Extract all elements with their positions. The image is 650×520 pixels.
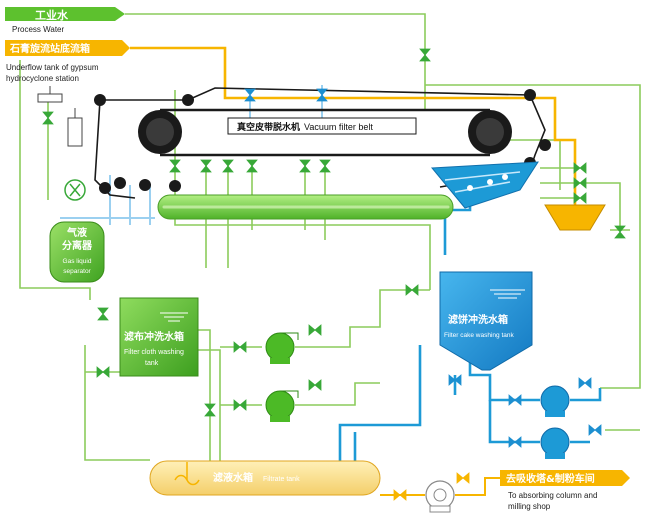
svg-text:去吸收塔&制粉车间: 去吸收塔&制粉车间 — [506, 472, 595, 485]
valve-icon — [200, 159, 212, 173]
underflow-tank-label: 石膏旋流站底流箱 Underflow tank of gypsum hydroc… — [5, 40, 130, 83]
valve-icon — [233, 399, 247, 411]
instrument-cluster — [37, 86, 83, 147]
svg-text:Filter cake washing tank: Filter cake washing tank — [444, 332, 514, 339]
valve-icon — [419, 48, 431, 62]
valve-icon — [96, 366, 110, 378]
valve-icon — [169, 159, 181, 173]
absorber-label: 去吸收塔&制粉车间 To absorbing column and millin… — [500, 470, 630, 511]
valve-icon — [614, 225, 626, 239]
valve-icon — [578, 377, 592, 389]
valve-icon — [456, 472, 470, 484]
valve-icon — [316, 88, 328, 102]
svg-text:milling shop: milling shop — [508, 502, 551, 511]
valve-icon — [244, 88, 256, 102]
valve-icon — [573, 177, 587, 189]
svg-text:气液: 气液 — [66, 226, 87, 239]
svg-text:To absorbing column and: To absorbing column and — [508, 491, 597, 500]
svg-text:工业水: 工业水 — [35, 8, 69, 22]
valve-icon — [448, 374, 462, 386]
svg-text:Underflow tank of gypsum: Underflow tank of gypsum — [6, 63, 99, 72]
valve-icon — [308, 324, 322, 336]
filtrate-tank: 滤液水箱 Filtrate tank — [149, 460, 381, 496]
valve-icon — [246, 159, 258, 173]
valve-icon — [405, 284, 419, 296]
svg-text:separator: separator — [63, 268, 91, 275]
valve-icon — [42, 111, 54, 125]
svg-text:滤饼冲洗水箱: 滤饼冲洗水箱 — [448, 313, 508, 326]
valve-icon — [204, 403, 216, 417]
valve-icon — [393, 489, 407, 501]
valve-icon — [573, 192, 587, 204]
cake-wash-pump-2 — [540, 427, 570, 459]
cloth-wash-pump-1 — [265, 332, 299, 364]
svg-text:分离器: 分离器 — [62, 239, 93, 252]
valve-icon — [222, 159, 234, 173]
valve-icon — [299, 159, 311, 173]
valve-icon — [573, 162, 587, 174]
valve-icon — [319, 159, 331, 173]
valve-icon — [233, 341, 247, 353]
gypsum-hopper — [544, 204, 606, 231]
svg-text:滤液水箱: 滤液水箱 — [213, 471, 253, 484]
cloth-wash-pump-2 — [265, 390, 299, 422]
svg-text:Filter cloth washing: Filter cloth washing — [124, 349, 184, 356]
valve-icon — [588, 424, 602, 436]
valve-icon — [308, 379, 322, 391]
svg-text:Filtrate tank: Filtrate tank — [263, 476, 300, 483]
vacuum-pump — [64, 179, 86, 201]
filter-cake-washing-tank: 滤饼冲洗水箱 Filter cake washing tank — [439, 271, 533, 371]
slurry-pipes — [130, 46, 577, 205]
belt-title-box — [227, 117, 417, 135]
svg-text:tank: tank — [145, 360, 159, 367]
valve-icon — [508, 394, 522, 406]
svg-text:滤布冲洗水箱: 滤布冲洗水箱 — [124, 330, 184, 343]
valve-icon — [508, 436, 522, 448]
cake-wash-pump-1 — [540, 385, 570, 417]
gas-liquid-separator: 气液 分离器 Gas liquid separator — [49, 221, 105, 283]
valves — [42, 48, 626, 501]
cake-chute — [430, 161, 539, 209]
valve-icon — [97, 307, 109, 321]
svg-text:hydrocyclone station: hydrocyclone station — [6, 74, 79, 83]
svg-text:Process Water: Process Water — [12, 25, 64, 34]
process-water-label: 工业水 Process Water — [5, 7, 125, 34]
svg-text:Gas liquid: Gas liquid — [63, 258, 92, 265]
filter-cloth-washing-tank: 滤布冲洗水箱 Filter cloth washing tank — [119, 297, 199, 377]
svg-text:石膏旋流站底流箱: 石膏旋流站底流箱 — [9, 42, 90, 55]
filtrate-pump — [425, 480, 455, 513]
cake-wash-pipes — [338, 190, 602, 470]
